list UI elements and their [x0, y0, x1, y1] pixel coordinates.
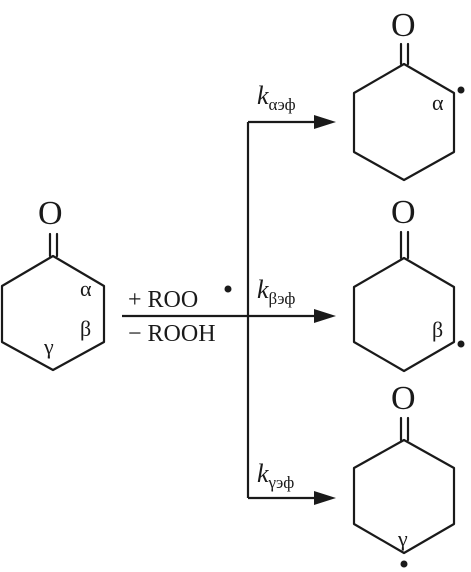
- rate-constant-beta: kβэф: [257, 275, 295, 308]
- reactant-gamma-label: γ: [43, 334, 54, 359]
- product-beta-radical-dot: [457, 340, 465, 348]
- product-alpha-radical-dot: [457, 86, 465, 94]
- rate-constant-alpha: kαэф: [257, 81, 296, 114]
- k-alpha-subscript: αэф: [269, 95, 296, 114]
- product-alpha-ring: [352, 62, 456, 182]
- product-gamma-radical-dot: [400, 560, 408, 568]
- product-alpha-position-label: α: [432, 90, 444, 115]
- product-beta-ring: [352, 256, 456, 373]
- product-beta-position-label: β: [432, 317, 443, 342]
- arrow-gamma-head: [314, 491, 336, 505]
- reactant-oxygen-label: O: [38, 195, 63, 232]
- k-gamma-label: kγэф: [257, 459, 294, 492]
- product-gamma-oxygen-label: O: [391, 380, 416, 417]
- k-alpha-label: kαэф: [257, 81, 296, 114]
- reactant-ring: [0, 254, 106, 372]
- k-beta-subscript: βэф: [269, 289, 296, 308]
- reagents: + ROO − ROOH: [122, 285, 248, 347]
- k-beta-label: kβэф: [257, 275, 295, 308]
- product-beta-radical: O β: [352, 194, 465, 373]
- product-gamma-radical: O γ: [352, 380, 456, 568]
- reagent-remove-label: − ROOH: [128, 321, 216, 347]
- arrow-alpha-head: [314, 115, 336, 129]
- product-gamma-ring: [352, 438, 456, 555]
- product-gamma-position-label: γ: [397, 526, 408, 551]
- k-gamma-subscript: γэф: [268, 473, 295, 492]
- product-alpha-oxygen-label: O: [391, 7, 416, 44]
- peroxy-radical-dot: [224, 285, 232, 293]
- reagent-add-label: + ROO: [128, 287, 198, 313]
- reactant-alpha-label: α: [80, 276, 92, 301]
- reactant-beta-label: β: [80, 316, 91, 341]
- rate-constant-gamma: kγэф: [257, 459, 294, 492]
- branch-arrows: [246, 115, 336, 505]
- reactant-cyclohexanone: O α β γ: [0, 195, 106, 372]
- product-alpha-radical: O α: [352, 7, 465, 182]
- product-beta-oxygen-label: O: [391, 194, 416, 231]
- arrow-beta-head: [314, 309, 336, 323]
